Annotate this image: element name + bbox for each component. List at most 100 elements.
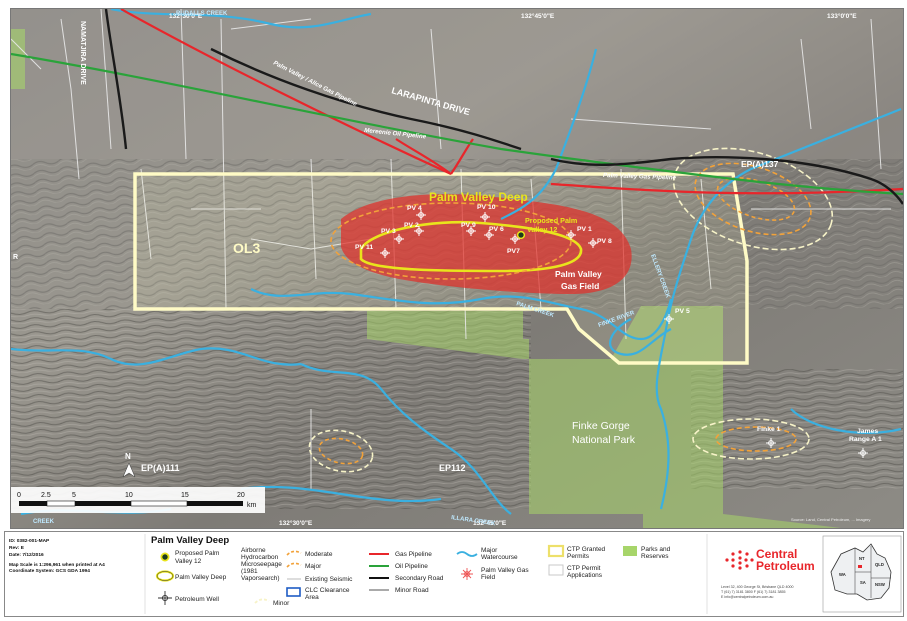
north-label: N	[125, 452, 131, 461]
palm-valley-deep-outline[interactable]	[359, 220, 583, 273]
legend-moderate: Moderate	[305, 551, 333, 558]
legend-pvfield-line2: Field	[481, 574, 495, 581]
epa111-label: EP(A)111	[141, 463, 180, 473]
legend-airborne-line2: Hydrocarbon	[241, 554, 279, 561]
inset-label-nsw: NSW	[875, 582, 885, 587]
north-arrow: N	[122, 452, 136, 478]
company-address-line2: T (61) 7) 3181 3800 F (61) 7) 3181 3855	[721, 590, 785, 594]
inset-label-wa: WA	[839, 572, 846, 577]
legend-granted-line1: CTP Granted	[567, 546, 606, 553]
well-label-james-line1: James	[857, 428, 878, 435]
company-logo: Central Petroleum Level 32, 400 George S…	[721, 547, 815, 599]
scale-tick-5: 20	[237, 492, 245, 499]
pipelines	[11, 9, 903, 196]
namatjira-drive-label: NAMATJIRA DRIVE	[79, 21, 86, 85]
map-date: Date: 7/12/2016	[9, 552, 44, 558]
watercourse-swatch	[456, 551, 478, 557]
scale-tick-4: 15	[181, 492, 189, 499]
ep112-label: EP112	[439, 463, 466, 473]
legend-airborne-line1: Airborne	[241, 547, 266, 554]
coord-label-4: 132°30'0"E	[279, 519, 313, 527]
central-petroleum-logo-icon	[725, 550, 754, 570]
scale-unit: km	[247, 502, 257, 509]
legend-apps-line2: Applications	[567, 572, 603, 579]
legend-col-airborne: Airborne Hydrocarbon Microseepage (1981 …	[241, 547, 282, 582]
national-park-label-line2: National Park	[572, 434, 636, 446]
clc-swatch	[286, 587, 301, 597]
legend-proposed-line1: Proposed Palm	[175, 550, 219, 557]
well-label-pv7: PV7	[507, 248, 520, 255]
finke-gorge-national-park-area	[367, 306, 903, 528]
well-label-pv4: PV 4	[407, 205, 422, 212]
legend-secondary: Secondary Road	[395, 575, 444, 582]
rudalls-creek-line	[110, 9, 372, 29]
inset-label-sa: SA	[860, 580, 866, 585]
company-address-line1: Level 32, 400 George St, Brisbane QLD 40…	[721, 585, 794, 589]
legend-airborne-line5: Vaporsearch)	[241, 575, 280, 582]
oil-pipeline	[11, 52, 652, 171]
proposed-well-icon	[160, 552, 170, 562]
legend-apps-line1: CTP Permit	[567, 565, 601, 572]
area-labels: OL3 EP(A)137 EP(A)111 EP112 Finke Gorge …	[141, 159, 779, 473]
proposed-well-label-line1: Proposed Palm	[525, 216, 577, 225]
scale-bar: 0 2.5 5 10 15 20 km	[11, 487, 265, 513]
secondary-roads	[104, 9, 903, 205]
imagery-credit: Source: Land, Central Petroleum, ... Ima…	[791, 517, 870, 522]
hugh-road-label: R	[13, 254, 18, 261]
legend-panel: ID: 0382-001-MAP Rev: E Date: 7/12/2016 …	[4, 531, 904, 617]
legend-pvfield-line1: Palm Valley Gas	[481, 567, 529, 574]
well-label-pv10: PV 10	[477, 204, 496, 211]
legend-clc-line1: CLC Clearance	[305, 587, 350, 594]
legend-minor: Minor	[273, 600, 290, 607]
permit-application-swatch	[548, 564, 564, 576]
map-canvas[interactable]: 132°30'0"E 132°45'0"E 133°0'0"E 132°30'0…	[11, 9, 903, 528]
legend-col-lines: Gas Pipeline Oil Pipeline Secondary Road…	[369, 551, 444, 594]
scale-tick-0: 0	[17, 492, 21, 499]
granted-permit-swatch	[547, 544, 565, 558]
epa137-label: EP(A)137	[741, 159, 779, 169]
national-park-label-line1: Finke Gorge	[572, 420, 630, 432]
company-address-line3: E info@centralpetroleum.com.au	[721, 595, 773, 599]
map-coord-system: Coordinate System: GCS GDA 1994	[9, 568, 90, 574]
major-swatch	[286, 562, 302, 568]
gas-pipeline-diagonal	[120, 9, 452, 175]
moderate-swatch	[286, 550, 302, 556]
legend-pvdeep: Palm Valley Deep	[175, 574, 227, 581]
legend-minor-road: Minor Road	[395, 587, 429, 594]
legend-airborne-line4: (1981	[241, 568, 258, 575]
legend-airborne-line3: Microseepage	[241, 561, 282, 568]
legend-watercourse-line2: Watercourse	[481, 554, 518, 561]
map-frame[interactable]: 132°30'0"E 132°45'0"E 133°0'0"E 132°30'0…	[10, 8, 904, 529]
legend-seismic: Existing Seismic	[305, 576, 353, 583]
scale-tick-2: 5	[72, 492, 76, 499]
map-rev: Rev: E	[9, 545, 25, 551]
well-label-pv5: PV 5	[675, 308, 690, 315]
well-label-pv6: PV 6	[489, 226, 504, 233]
legend-col-parks: Parks and Reserves	[623, 546, 671, 560]
proposed-well-marker[interactable]	[516, 230, 526, 240]
well-label-james-line2: Range A 1	[849, 436, 882, 443]
creek-label-southwest: CREEK	[33, 519, 55, 525]
inset-label-qld: QLD	[875, 562, 884, 567]
legend-col-wells: Proposed Palm Valley 12 Palm Valley Deep…	[155, 550, 227, 605]
gas-pipeline-east	[550, 182, 903, 195]
terrain-plain-north	[11, 9, 903, 159]
company-name-line2: Petroleum	[756, 559, 815, 573]
well-label-finke1: Finke 1	[757, 426, 781, 433]
legend-parks-line2: Reserves	[641, 553, 669, 560]
well-label-pv3: PV 3	[381, 228, 396, 235]
legend-title: Palm Valley Deep	[151, 535, 229, 546]
coord-label-1: 132°30'0"E	[169, 12, 203, 20]
parks-swatch	[623, 546, 637, 556]
finke-river-line	[655, 107, 902, 510]
inset-label-nt: NT	[859, 556, 865, 561]
gas-pipeline-east-label: Palm Valley Gas Pipeline	[603, 172, 677, 182]
coord-label-3: 133°0'0"E	[827, 12, 857, 20]
well-label-pv1: PV 1	[577, 226, 592, 233]
legend-col-permits: CTP Granted Permits CTP Permit Applicati…	[547, 544, 606, 579]
legend-watercourse-line1: Major	[481, 547, 498, 554]
legend-oil: Oil Pipeline	[395, 563, 428, 570]
legend-col-water: Major Watercourse Palm Valley Gas Field	[456, 547, 529, 581]
gas-field-label-line1: Palm Valley	[555, 269, 602, 279]
